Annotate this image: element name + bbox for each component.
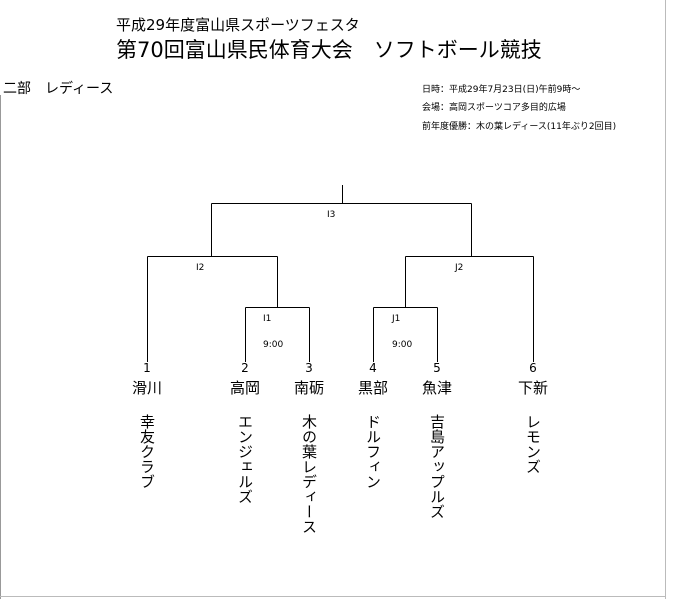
team-seed: 1 (143, 361, 151, 375)
page-title: 第70回富山県民体育大会 ソフトボール競技 (116, 38, 542, 62)
event-datetime: 日時：平成29年7月23日(日)午前9時～ (422, 85, 581, 95)
match-label-final: I3 (327, 210, 336, 220)
division-label: 二部 レディース (3, 81, 114, 97)
page-left-edge (0, 95, 1, 599)
team-seed: 3 (305, 361, 313, 375)
team-seed: 6 (529, 361, 537, 375)
team-seed: 5 (433, 361, 441, 375)
match-label-semi-left: I2 (196, 263, 205, 273)
bracket-semi-right-line (405, 256, 534, 362)
team-seed: 4 (369, 361, 377, 375)
team-location: 高岡 (229, 379, 260, 397)
bracket-semi-left-line (147, 256, 278, 362)
team-name: 吉島アップルズ (428, 414, 446, 519)
team-location: 南砺 (293, 379, 324, 397)
team-name: 幸友クラブ (138, 414, 156, 489)
event-venue: 会場：高岡スポーツコア多目的広場 (422, 103, 566, 113)
match-label-first-left: I1 (263, 314, 272, 324)
page-bottom-edge (0, 596, 666, 597)
bracket-first-right-line (373, 307, 438, 362)
match-label-semi-right: J2 (455, 263, 464, 273)
team-name: エンジェルズ (236, 414, 254, 504)
team-location: 下新 (517, 379, 548, 397)
previous-champion: 前年度優勝：木の葉レディース(11年ぶり2回目) (422, 122, 617, 132)
event-subtitle: 平成29年度富山県スポーツフェスタ (116, 16, 360, 34)
team-name: レモンズ (524, 414, 542, 474)
team-seed: 2 (241, 361, 249, 375)
match-time-first-right: 9:00 (392, 340, 413, 350)
bracket-first-left-line (245, 307, 310, 362)
match-time-first-left: 9:00 (263, 340, 284, 350)
team-location: 魚津 (421, 379, 452, 397)
bracket-final-line (211, 185, 472, 257)
page-right-edge (665, 0, 666, 599)
team-location: 滑川 (131, 379, 162, 397)
team-name: 木の葉レディース (300, 414, 318, 534)
match-label-first-right: J1 (392, 314, 401, 324)
team-location: 黒部 (357, 379, 388, 397)
team-name: ドルフィン (364, 414, 382, 489)
